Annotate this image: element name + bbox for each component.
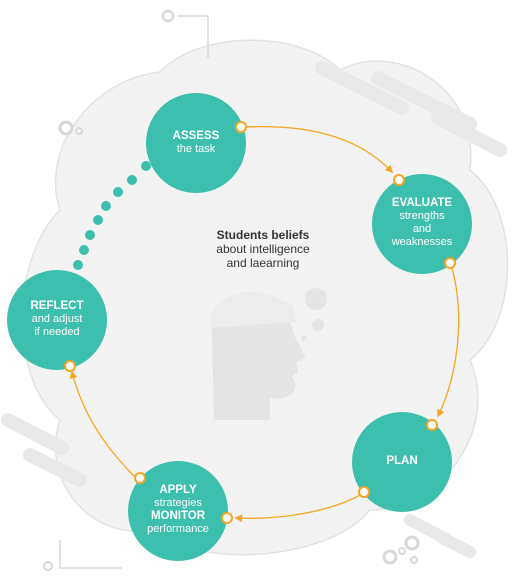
center-title: Students beliefs bbox=[216, 228, 310, 242]
node-circle bbox=[7, 270, 107, 370]
thought-bubble bbox=[312, 319, 324, 331]
node-circle bbox=[128, 461, 228, 561]
node-assess bbox=[146, 93, 247, 193]
node-assess-label: ASSESS the task bbox=[146, 130, 246, 156]
node-circle bbox=[146, 93, 246, 193]
node-evaluate bbox=[372, 174, 472, 274]
node-evaluate-title: EVALUATE bbox=[391, 197, 453, 209]
arrow-assess-to-evaluate bbox=[245, 125, 394, 174]
node-reflect-line1: and adjust bbox=[31, 313, 83, 325]
small-ring-icon bbox=[161, 9, 175, 23]
stripe bbox=[436, 532, 476, 558]
thinking-head-icon bbox=[210, 288, 327, 420]
stripe bbox=[371, 71, 477, 131]
connector-dot bbox=[79, 245, 89, 255]
connector-dot bbox=[93, 215, 103, 225]
stripe bbox=[23, 448, 87, 487]
center-line3: and laearning bbox=[226, 256, 300, 270]
connector-dot bbox=[113, 187, 123, 197]
connector-dot bbox=[101, 201, 111, 211]
stripe bbox=[431, 111, 507, 157]
node-reflect-label: REFLECT and adjust if needed bbox=[7, 300, 107, 339]
ring-port-icon bbox=[426, 419, 438, 431]
head-silhouette bbox=[210, 297, 306, 420]
node-evaluate-line2: and bbox=[412, 223, 432, 235]
node-evaluate-label: EVALUATE strengths and weaknesses bbox=[372, 197, 472, 249]
ring-port-icon bbox=[393, 174, 405, 186]
node-circle bbox=[352, 412, 452, 512]
node-apply-line2: performance bbox=[147, 523, 209, 535]
node-assess-title: ASSESS bbox=[172, 130, 220, 142]
connector-dot bbox=[85, 230, 95, 240]
node-apply-title2: MONITOR bbox=[150, 510, 206, 522]
stripe bbox=[1, 413, 69, 455]
ring-port-icon bbox=[358, 486, 370, 498]
cycle-arrows bbox=[69, 125, 460, 523]
ring-port-icon bbox=[221, 512, 233, 524]
small-ring-icon bbox=[43, 561, 53, 571]
connector-dot bbox=[127, 175, 137, 185]
dotted-connector bbox=[73, 161, 151, 270]
small-ring-icon bbox=[58, 120, 74, 136]
arrow-apply-to-reflect bbox=[69, 370, 135, 477]
node-circle bbox=[372, 174, 472, 274]
node-assess-line1: the task bbox=[176, 143, 216, 155]
node-apply-label: APPLY strategies MONITOR performance bbox=[128, 484, 228, 536]
node-evaluate-line1: strengths bbox=[399, 210, 445, 222]
small-ring-icon bbox=[75, 127, 83, 135]
decorative-lines bbox=[43, 9, 420, 571]
thought-bubble bbox=[305, 288, 327, 310]
node-reflect bbox=[7, 270, 107, 372]
node-reflect-title: REFLECT bbox=[30, 300, 84, 312]
line bbox=[178, 15, 209, 58]
node-apply bbox=[128, 461, 233, 561]
line bbox=[59, 540, 122, 569]
center-caption: Students beliefs about intelligence and … bbox=[180, 228, 346, 270]
small-ring-icon bbox=[404, 535, 420, 551]
ring-port-icon bbox=[134, 472, 146, 484]
head-lid bbox=[210, 291, 296, 328]
thought-bubble bbox=[301, 335, 307, 341]
ring-port-icon bbox=[64, 360, 76, 372]
center-line2: about intelligence bbox=[216, 242, 310, 256]
stripe bbox=[315, 61, 409, 115]
node-evaluate-line3: weaknesses bbox=[391, 236, 453, 248]
ring-port-icon bbox=[444, 257, 456, 269]
node-apply-line1: strategies bbox=[154, 497, 202, 509]
node-plan-label: PLAN bbox=[352, 455, 452, 468]
connector-dot bbox=[73, 260, 83, 270]
decorative-stripes bbox=[1, 61, 507, 558]
small-ring-icon bbox=[382, 549, 398, 565]
node-reflect-line2: if needed bbox=[34, 326, 80, 338]
arrow-evaluate-to-plan bbox=[437, 267, 460, 418]
node-plan-title: PLAN bbox=[386, 455, 418, 467]
arrow-plan-to-apply bbox=[234, 493, 363, 523]
node-apply-title: APPLY bbox=[159, 484, 197, 496]
small-ring-icon bbox=[410, 556, 418, 564]
ring-port-icon bbox=[235, 121, 247, 133]
node-plan bbox=[352, 412, 452, 512]
small-ring-icon bbox=[398, 547, 406, 555]
connector-dot bbox=[141, 161, 151, 171]
